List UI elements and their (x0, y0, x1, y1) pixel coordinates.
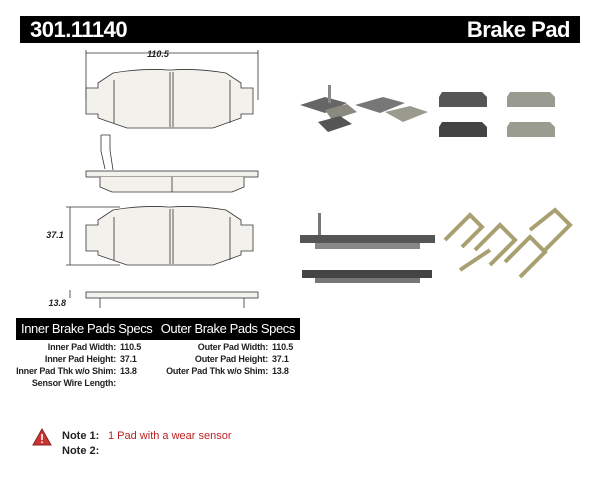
pad-side-view-2 (85, 291, 259, 299)
pad-side-view-1 (85, 170, 259, 178)
specs-header-bar: Inner Brake Pads Specs Outer Brake Pads … (16, 318, 300, 340)
inner-thickness-value: 13.8 (120, 366, 137, 376)
header-bar: 301.11140 Brake Pad (20, 16, 580, 43)
outer-specs-title: Outer Brake Pads Specs (160, 321, 296, 336)
outer-width-label: Outer Pad Width: (197, 342, 268, 352)
part-number: 301.11140 (30, 17, 128, 42)
height-dimension-label: 37.1 (46, 230, 64, 240)
width-dimension-label: 110.5 (147, 49, 170, 59)
inner-width-value: 110.5 (120, 342, 142, 352)
sensor-wire-length-label: Sensor Wire Length: (31, 378, 116, 388)
outer-height-label: Outer Pad Height: (194, 354, 268, 364)
inner-specs-title: Inner Brake Pads Specs (21, 321, 153, 336)
wear-sensor (100, 134, 114, 171)
note1-value: 1 Pad with a wear sensor (108, 430, 232, 442)
product-photo-hardware-clips (443, 207, 573, 279)
warning-triangle-icon (32, 427, 52, 446)
thickness-dimension-label: 13.8 (48, 298, 66, 308)
outer-height-value: 37.1 (272, 354, 289, 364)
pad-front-view-1 (85, 69, 254, 129)
inner-height-label: Inner Pad Height: (44, 354, 116, 364)
outer-thickness-value: 13.8 (272, 366, 289, 376)
outer-width-value: 110.5 (272, 342, 294, 352)
inner-height-value: 37.1 (120, 354, 137, 364)
inner-thickness-label: Inner Pad Thk w/o Shim: (16, 366, 116, 376)
note2-label: Note 2: (62, 445, 100, 457)
note1-label: Note 1: (62, 430, 100, 442)
product-photo-pads-front (439, 92, 555, 137)
outer-thickness-label: Outer Pad Thk w/o Shim: (166, 366, 268, 376)
pad-front-view-2 (85, 206, 254, 266)
product-photo-pads-angled (300, 85, 428, 132)
product-photo-pads-side (300, 213, 435, 283)
inner-width-label: Inner Pad Width: (47, 342, 116, 352)
product-type: Brake Pad (466, 17, 571, 42)
